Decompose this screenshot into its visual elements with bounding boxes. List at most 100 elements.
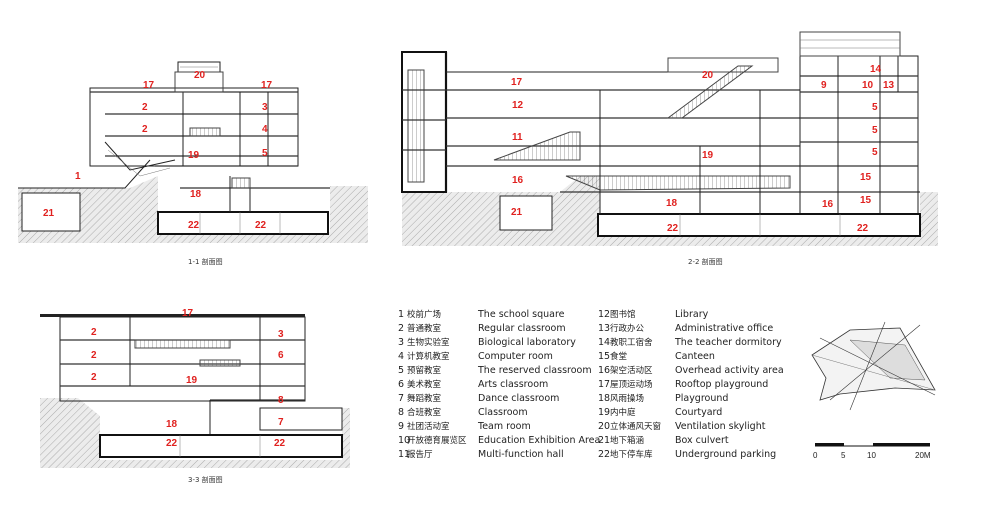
legend-chinese-name: 行政办公 — [610, 323, 645, 334]
room-label: 9 — [821, 80, 827, 91]
section-caption: 2-2 剖面图 — [688, 257, 723, 266]
legend-chinese-name: 图书馆 — [610, 309, 636, 320]
room-label: 16 — [512, 175, 524, 186]
legend-english-name: Education Exhibition Area — [478, 435, 600, 446]
room-label: 2 — [91, 327, 97, 338]
legend-chinese-name: 立体通风天窗 — [610, 421, 661, 432]
legend-chinese-name: 内中庭 — [610, 407, 636, 418]
room-label: 2 — [142, 124, 148, 135]
room-label: 22 — [857, 223, 869, 234]
room-label: 18 — [190, 189, 202, 200]
section-3-3 — [40, 314, 350, 468]
legend-chinese-name: 架空活动区 — [610, 365, 653, 376]
key-plan — [811, 321, 936, 411]
room-label: 10 — [862, 80, 874, 91]
legend-english-name: Arts classroom — [478, 379, 548, 390]
legend-number: 11 — [398, 449, 410, 460]
legend-number: 16 — [598, 365, 610, 376]
legend-english-name: Underground parking — [675, 449, 776, 460]
legend-english-name: Playground — [675, 393, 728, 404]
legend-chinese-name: 教职工宿舍 — [610, 337, 653, 348]
room-label: 14 — [870, 64, 882, 75]
legend-english-name: Team room — [477, 421, 531, 432]
room-label: 13 — [883, 80, 895, 91]
room-label: 1 — [75, 171, 81, 182]
legend-chinese-name: 食堂 — [610, 351, 627, 362]
legend-chinese-name: 开放德育展览区 — [407, 435, 467, 446]
room-label: 17 — [511, 77, 523, 88]
room-label: 12 — [512, 100, 524, 111]
room-label: 20 — [194, 70, 206, 81]
legend-chinese-name: 普通教室 — [407, 323, 442, 334]
room-label: 20 — [702, 70, 714, 81]
legend-number: 2 — [398, 323, 404, 334]
legend-number: 8 — [398, 407, 404, 418]
section-caption: 1-1 剖面图 — [188, 257, 223, 266]
legend-number: 9 — [398, 421, 404, 432]
section-1-1-room-labels: 17 20 17 2 3 2 4 19 5 1 18 21 22 22 1-1 … — [43, 70, 273, 266]
legend-chinese-name: 社团活动室 — [407, 421, 450, 432]
legend-number: 12 — [598, 309, 610, 320]
room-label: 22 — [166, 438, 178, 449]
legend-chinese-name: 风雨操场 — [610, 393, 644, 404]
legend-english-name: Rooftop playground — [675, 379, 768, 390]
scale-tick: 0 — [813, 451, 818, 460]
legend-english-name: Multi-function hall — [478, 449, 564, 460]
legend-chinese-name: 合班教室 — [407, 407, 442, 418]
legend-chinese-name: 地下停车库 — [610, 449, 653, 460]
legend-english-name: Dance classroom — [478, 393, 559, 404]
legend-number: 10 — [398, 435, 410, 446]
legend-chinese-name: 美术教室 — [407, 379, 442, 390]
scale-tick: 10 — [867, 451, 876, 460]
legend-english-name: Overhead activity area — [675, 365, 784, 376]
room-label: 19 — [188, 150, 200, 161]
legend-number: 7 — [398, 393, 404, 404]
section-1-1 — [18, 61, 368, 243]
legend-english-name: The reserved classroom — [477, 365, 592, 376]
room-label: 3 — [278, 329, 284, 340]
room-label: 2 — [142, 102, 148, 113]
section-2-2 — [401, 31, 938, 246]
legend-english-name: Biological laboratory — [478, 337, 576, 348]
room-label: 18 — [166, 419, 178, 430]
room-label: 7 — [278, 417, 284, 428]
legend-number: 21 — [598, 435, 610, 446]
room-label: 6 — [278, 350, 284, 361]
legend-english-name: Ventilation skylight — [675, 421, 766, 432]
room-label: 5 — [262, 148, 268, 159]
room-label: 5 — [872, 102, 878, 113]
room-label: 16 — [822, 199, 834, 210]
room-label: 21 — [43, 208, 55, 219]
section-3-3-room-labels: 17 2 3 2 6 2 19 8 18 7 22 22 3-3 剖面图 — [91, 308, 286, 484]
room-label: 22 — [274, 438, 286, 449]
room-label: 22 — [255, 220, 267, 231]
room-label: 22 — [188, 220, 200, 231]
scale-tick: 5 — [841, 451, 846, 460]
legend-chinese-name: 生物实验室 — [407, 337, 450, 348]
legend-chinese-name: 地下箱涵 — [610, 435, 644, 446]
legend-chinese-name: 校前广场 — [407, 309, 441, 320]
room-label: 17 — [182, 308, 194, 319]
scale-bar: 0 5 10 20M — [813, 443, 931, 460]
legend-chinese-name: 屋顶运动场 — [610, 379, 653, 390]
legend-number: 19 — [598, 407, 610, 418]
room-label: 17 — [143, 80, 155, 91]
room-label: 4 — [262, 124, 268, 135]
legend-english-name: Administrative office — [675, 323, 773, 334]
